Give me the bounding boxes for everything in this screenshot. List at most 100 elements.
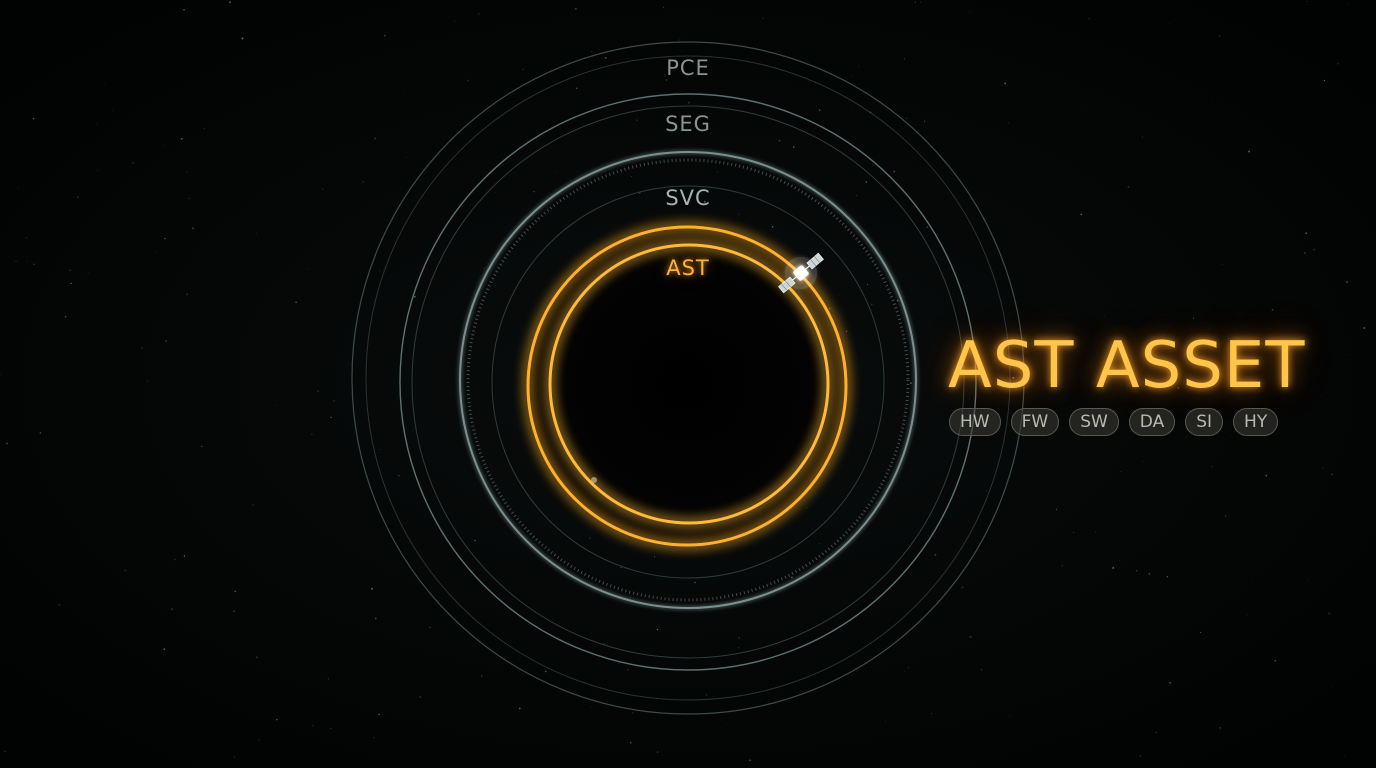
star	[180, 138, 183, 140]
star	[1274, 659, 1277, 662]
star	[6, 442, 8, 445]
star	[1306, 0, 1308, 2]
star	[986, 490, 987, 492]
tag-sw[interactable]: SW	[1069, 408, 1119, 436]
star	[402, 94, 404, 96]
star	[575, 8, 577, 10]
star	[1007, 377, 1009, 379]
star	[870, 303, 873, 306]
star	[379, 449, 381, 450]
tag-hw[interactable]: HW	[949, 408, 1001, 436]
tag-fw[interactable]: FW	[1010, 408, 1060, 436]
seg-label: SEG	[665, 112, 711, 136]
star	[132, 162, 134, 164]
star	[865, 181, 868, 183]
star	[1012, 376, 1015, 379]
svc-ring[interactable]	[459, 151, 917, 609]
star	[274, 404, 276, 406]
star	[778, 139, 781, 142]
seg-ring[interactable]	[399, 93, 977, 671]
star	[1250, 578, 1252, 579]
star	[330, 416, 332, 419]
star	[629, 741, 632, 744]
star	[70, 282, 72, 285]
star	[1080, 213, 1083, 216]
pce-ring-outer[interactable]	[351, 41, 1025, 715]
star	[1323, 79, 1326, 82]
star	[636, 119, 638, 121]
star	[665, 79, 668, 81]
star	[474, 483, 476, 485]
star	[920, 1, 922, 3]
star	[450, 391, 452, 393]
star	[900, 5, 901, 7]
asset-title: AST ASSET	[948, 329, 1306, 403]
satellite-icon[interactable]	[771, 244, 831, 302]
star	[229, 1, 231, 4]
star	[1346, 3, 1348, 5]
tag-da[interactable]: DA	[1128, 408, 1176, 436]
star	[1166, 576, 1169, 578]
star	[839, 294, 840, 296]
star	[339, 579, 341, 580]
star	[656, 751, 659, 754]
star	[419, 696, 422, 698]
star	[413, 295, 416, 298]
star	[546, 207, 549, 209]
star	[1120, 471, 1122, 473]
star	[980, 669, 982, 671]
star	[1193, 317, 1195, 319]
star	[1211, 466, 1213, 468]
star	[398, 475, 400, 477]
star	[903, 58, 906, 60]
star	[306, 268, 308, 270]
star	[146, 380, 148, 382]
ast-label: AST	[666, 256, 710, 280]
star	[311, 433, 313, 436]
star	[738, 647, 739, 649]
star	[522, 68, 524, 71]
star	[234, 590, 237, 593]
star	[1307, 580, 1308, 582]
star	[124, 569, 127, 572]
star	[855, 194, 858, 197]
tag-hy[interactable]: HY	[1233, 408, 1279, 436]
star	[104, 83, 106, 85]
star	[64, 315, 67, 318]
star	[1331, 685, 1333, 687]
star	[203, 128, 205, 130]
star	[590, 706, 592, 708]
star	[666, 191, 668, 194]
star	[726, 723, 727, 725]
svc-ring-inner	[491, 185, 885, 579]
star	[852, 109, 853, 110]
star	[556, 170, 558, 172]
star	[322, 188, 324, 190]
star	[663, 6, 664, 8]
seg-ring-inner	[411, 105, 965, 659]
ast-ring-outer[interactable]	[526, 225, 848, 547]
star	[1055, 508, 1058, 511]
star	[163, 648, 166, 650]
star	[154, 251, 156, 253]
star	[1304, 252, 1306, 254]
star	[362, 180, 365, 183]
star	[15, 260, 17, 263]
star	[1199, 631, 1202, 633]
star	[631, 712, 634, 714]
star	[909, 382, 912, 385]
svc-label: SVC	[665, 186, 711, 210]
star	[914, 1, 916, 3]
star	[1148, 573, 1151, 575]
star	[97, 169, 99, 171]
star	[717, 171, 718, 173]
star	[18, 188, 19, 189]
star	[171, 608, 174, 611]
star	[39, 432, 42, 434]
star	[818, 543, 821, 545]
star	[1094, 531, 1096, 533]
tag-si[interactable]: SI	[1185, 408, 1224, 436]
star	[618, 662, 620, 665]
star	[183, 555, 186, 557]
